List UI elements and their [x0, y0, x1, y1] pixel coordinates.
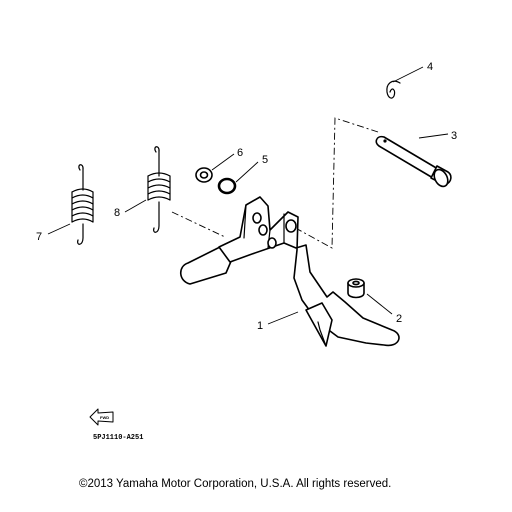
callout-labels: 1 2 3 4 5 6 7 8 — [36, 61, 457, 332]
leader-lines — [47, 66, 449, 325]
main-stand-part[interactable] — [179, 196, 400, 347]
collar-part-2[interactable] — [347, 278, 365, 299]
o-ring-part[interactable] — [217, 177, 237, 195]
callout-number-1[interactable]: 1 — [257, 320, 263, 332]
fwd-label: FWD — [100, 415, 109, 420]
callout-number-2[interactable]: 2 — [396, 313, 402, 325]
callout-number-6[interactable]: 6 — [237, 147, 243, 159]
callout-number-4[interactable]: 4 — [427, 61, 433, 73]
cotter-pin-part[interactable] — [386, 80, 401, 99]
callout-number-7[interactable]: 7 — [36, 231, 42, 243]
callout-number-3[interactable]: 3 — [451, 130, 457, 142]
collar-part-6[interactable] — [195, 167, 213, 183]
spring-short-part[interactable] — [71, 164, 94, 245]
pivot-shaft-part[interactable] — [375, 135, 452, 189]
fwd-arrow-icon: FWD — [89, 408, 114, 426]
diagram-code: 5PJ1110-A251 — [93, 434, 143, 442]
spring-long-part[interactable] — [147, 146, 171, 233]
alignment-lines — [171, 117, 379, 249]
copyright-notice: ©2013 Yamaha Motor Corporation, U.S.A. A… — [79, 478, 391, 490]
callout-number-8[interactable]: 8 — [114, 207, 120, 219]
callout-number-5[interactable]: 5 — [262, 154, 268, 166]
